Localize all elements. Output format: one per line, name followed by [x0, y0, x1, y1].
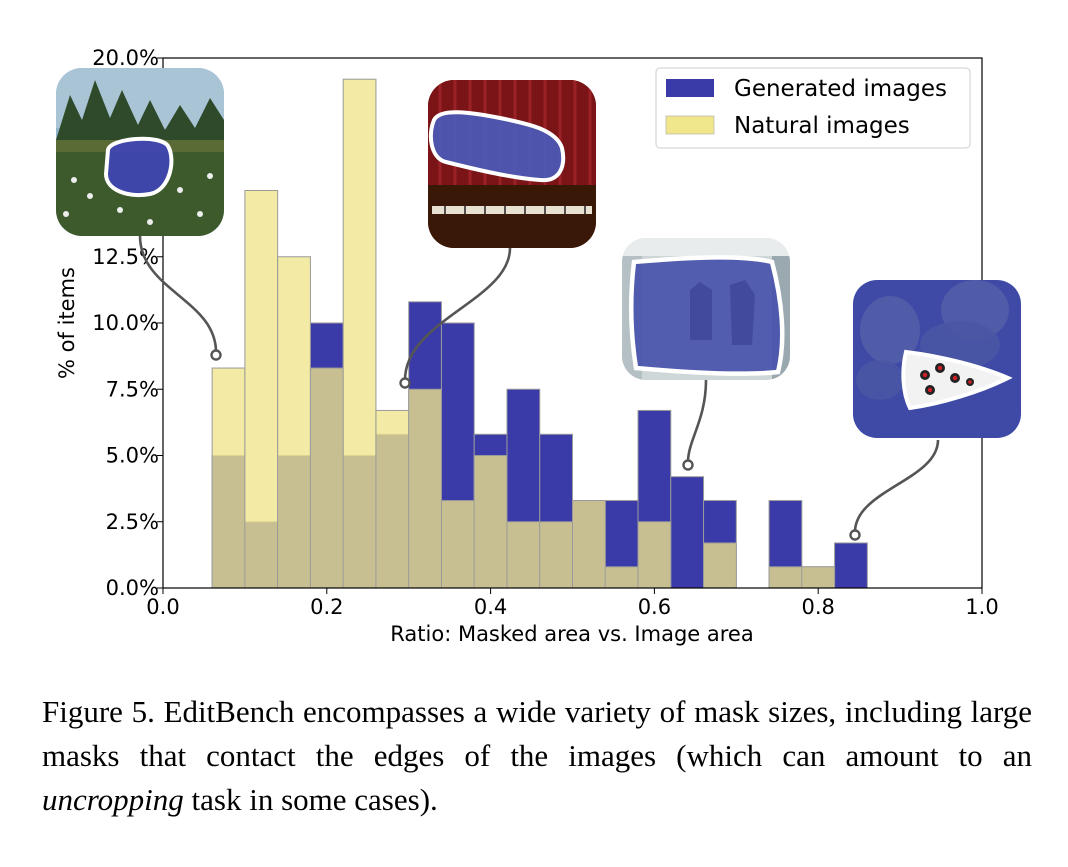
bar-generated-14	[670, 476, 705, 589]
callout-line-store	[686, 379, 708, 463]
bar-natural-5	[375, 409, 410, 589]
bar-natural-15	[703, 542, 737, 589]
x-tick-label: 1.0	[965, 595, 998, 619]
callout-dot-store	[682, 459, 694, 471]
y-tick-label: 7.5%	[106, 377, 159, 401]
inset-farm-painting	[56, 68, 224, 236]
bars-layer	[211, 78, 868, 589]
callout-lines	[138, 235, 940, 533]
bar-natural-9	[506, 521, 541, 589]
y-tick-label: 2.5%	[106, 510, 159, 534]
x-tick-label: 0.8	[801, 595, 834, 619]
inset-cats-plate	[853, 280, 1021, 438]
bar-natural-1	[244, 190, 279, 589]
bar-natural-7	[440, 500, 475, 589]
caption-suffix: task in some cases).	[183, 782, 438, 817]
bar-natural-8	[473, 455, 508, 589]
bar-natural-4	[342, 78, 377, 589]
callout-dot-farm	[210, 349, 222, 361]
bar-natural-11	[572, 500, 606, 589]
y-tick-label: 20.0%	[92, 46, 159, 70]
bar-natural-13	[637, 521, 672, 589]
x-tick-label: 0.2	[310, 595, 343, 619]
x-axis-label: Ratio: Masked area vs. Image area	[390, 622, 753, 646]
callout-line-farm	[138, 235, 218, 353]
legend: Generated images Natural images	[655, 67, 971, 149]
bar-natural-6	[408, 388, 442, 589]
bar-natural-0	[211, 367, 246, 589]
bar-natural-12	[604, 566, 639, 589]
caption-emphasis: uncropping	[42, 782, 184, 817]
y-tick-label: 10.0%	[92, 311, 159, 335]
bar-natural-17	[768, 566, 803, 589]
callout-dot-piano	[399, 377, 411, 389]
legend-label-natural: Natural images	[734, 113, 910, 139]
legend-label-generated: Generated images	[734, 76, 947, 102]
callout-dots	[210, 349, 861, 541]
legend-swatch-natural	[665, 115, 715, 135]
x-tick-label: 0.0	[146, 595, 179, 619]
x-tick-label: 0.6	[638, 595, 671, 619]
bar-natural-3	[309, 367, 344, 589]
series-natural	[211, 78, 836, 589]
inset-store-aisle	[622, 238, 790, 380]
callout-line-piano	[403, 247, 512, 381]
inset-piano	[428, 80, 596, 248]
figure-caption: Figure 5. EditBench encompasses a wide v…	[42, 690, 1032, 822]
legend-box	[655, 67, 971, 149]
bar-generated-19	[834, 542, 868, 589]
bar-natural-2	[277, 256, 311, 589]
caption-prefix: Figure 5. EditBench encompasses a wide v…	[42, 694, 1032, 773]
y-axis-label: % of items	[55, 267, 79, 379]
legend-swatch-generated	[666, 79, 714, 97]
x-tick-label: 0.4	[474, 595, 507, 619]
bar-natural-10	[539, 521, 573, 589]
y-tick-label: 0.0%	[106, 576, 159, 600]
y-tick-label: 5.0%	[106, 444, 159, 468]
callout-dot-cats	[849, 529, 861, 541]
callout-line-cats	[853, 439, 940, 533]
bar-natural-18	[801, 566, 836, 589]
